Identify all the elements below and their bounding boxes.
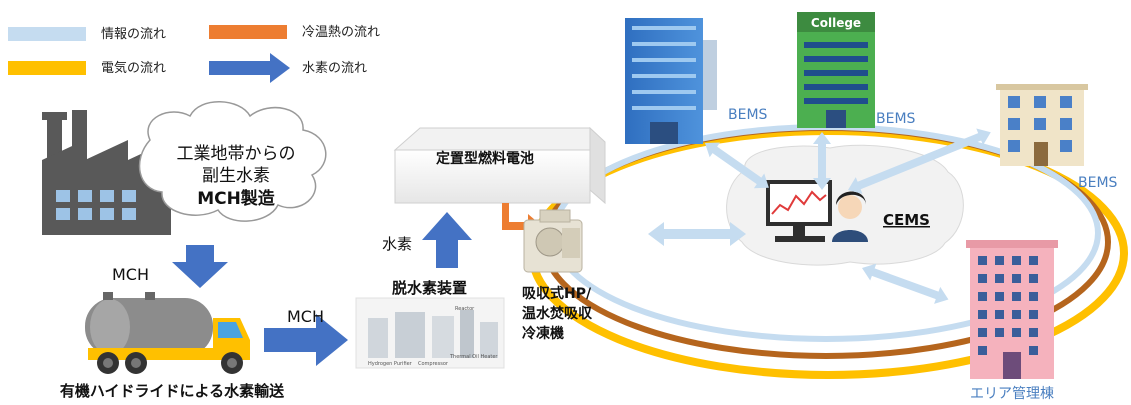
plant-label-compressor: Compressor — [418, 361, 449, 367]
dehydrogenation-plant-image: Reactor Hydrogen Purifier Thermal Oil He… — [355, 297, 505, 369]
bems-label-1: BEMS — [728, 107, 768, 123]
legend-label-hydrogen: 水素の流れ — [302, 61, 367, 76]
cloud-line-3: MCH製造 — [197, 188, 276, 209]
legend-label-info: 情報の流れ — [101, 27, 166, 42]
apartment-building — [996, 84, 1088, 166]
byproduct-hydrogen-cloud: 工業地帯からの 副生水素 MCH製造 — [138, 101, 327, 222]
fuel-cell-box — [393, 126, 606, 205]
legend-swatch-info — [8, 27, 86, 41]
legend: 情報の流れ 冷温熱の流れ 電気の流れ 水素の流れ — [8, 25, 380, 83]
plant-label-oil-heater: Thermal Oil Heater — [449, 354, 498, 360]
fuel-cell-label: 定置型燃料電池 — [436, 150, 534, 167]
mch-right-arrow — [264, 314, 348, 366]
bems-label-3: BEMS — [1078, 175, 1118, 191]
office-building-1 — [625, 18, 717, 144]
bems-label-2: BEMS — [876, 111, 916, 127]
info-arrows — [648, 128, 991, 304]
college-sign: College — [811, 16, 861, 30]
area-building-label: エリア管理棟 — [970, 386, 1054, 402]
absorption-line-2: 温水焚吸収 — [522, 305, 593, 322]
legend-label-heat: 冷温熱の流れ — [302, 25, 380, 40]
cloud-line-2: 副生水素 — [202, 166, 270, 186]
tanker-truck — [85, 292, 250, 374]
mch-right-label: MCH — [287, 307, 324, 326]
cloud-line-1: 工業地帯からの — [177, 144, 296, 164]
legend-swatch-heat — [209, 25, 287, 39]
mch-down-arrow — [172, 245, 228, 288]
legend-swatch-hydrogen — [209, 53, 290, 83]
plant-label-reactor: Reactor — [455, 306, 475, 312]
legend-swatch-electric — [8, 61, 86, 75]
absorption-chiller-image — [523, 209, 583, 273]
cems-label: CEMS — [883, 211, 930, 229]
dehydrogenation-label: 脱水素装置 — [392, 279, 467, 297]
legend-label-electric: 電気の流れ — [101, 60, 166, 76]
cems-bubble — [726, 144, 964, 266]
absorption-line-3: 冷凍機 — [522, 325, 564, 342]
college-building — [797, 12, 875, 128]
mch-down-label: MCH — [112, 265, 149, 284]
factory-illustration — [42, 110, 171, 235]
hydrogen-label: 水素 — [382, 235, 412, 253]
plant-label-purifier: Hydrogen Purifier — [368, 361, 413, 367]
area-management-building — [966, 240, 1058, 379]
hydrogen-up-arrow — [422, 212, 472, 268]
absorption-line-1: 吸収式HP/ — [522, 285, 592, 302]
transport-caption: 有機ハイドライドによる水素輸送 — [60, 382, 285, 400]
